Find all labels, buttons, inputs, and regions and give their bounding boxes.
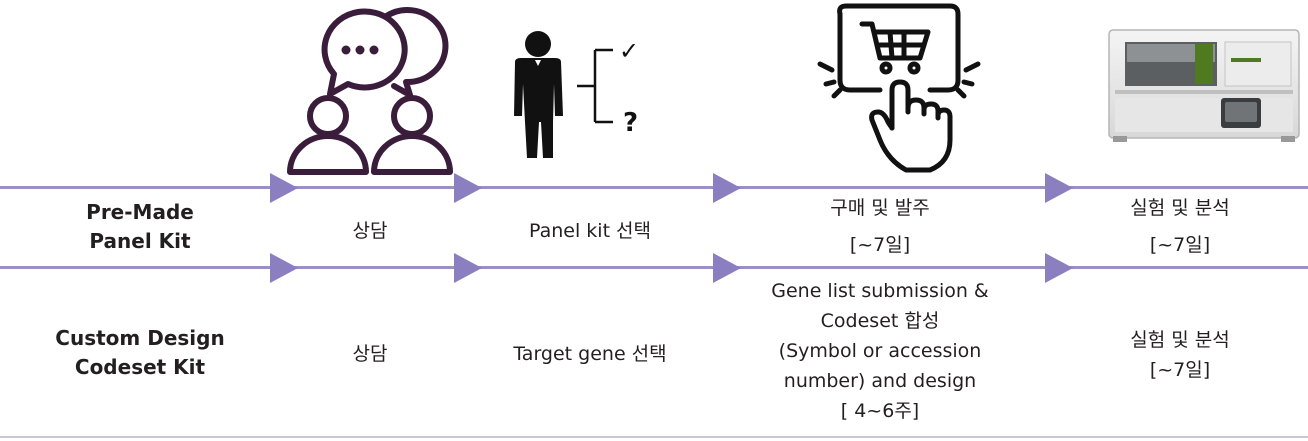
arrow-premade-1 (270, 173, 298, 203)
person-choice-icon: ✓ ? (514, 31, 639, 158)
arrow-premade-2 (454, 173, 482, 203)
row-label-premade-line2: Panel Kit (89, 229, 191, 253)
choice-question-mark: ? (623, 108, 638, 138)
premade-step-analysis: 실험 및 분석 [~7일] (1080, 195, 1280, 259)
row-label-premade: Pre-Made Panel Kit (40, 198, 240, 256)
timeline-line-custom (0, 266, 1308, 269)
premade-step-purchase-line1: 구매 및 발주 (830, 197, 930, 219)
premade-step-analysis-line1: 실험 및 분석 (1130, 197, 1230, 219)
custom-step-submission-line4: number) and design (783, 370, 977, 392)
arrow-custom-3 (713, 253, 741, 283)
custom-step-analysis-line2: [~7일] (1149, 359, 1211, 381)
custom-step-submission-line1: Gene list submission & (771, 280, 989, 302)
row-label-custom: Custom Design Codeset Kit (20, 324, 260, 382)
chat-people-icon (287, 7, 453, 175)
custom-step-consult: 상담 (352, 343, 388, 365)
arrow-premade-3 (713, 173, 741, 203)
arrow-custom-4 (1045, 253, 1073, 283)
row-label-custom-line2: Codeset Kit (74, 355, 206, 379)
premade-step-consult: 상담 (352, 220, 388, 242)
choice-check-mark: ✓ (619, 37, 639, 65)
premade-step-select: Panel kit 선택 (528, 220, 652, 242)
arrow-custom-1 (270, 253, 298, 283)
custom-step-submission-line2: Codeset 합성 (820, 310, 940, 332)
row-label-premade-line1: Pre-Made (86, 200, 194, 224)
custom-step-analysis-line1: 실험 및 분석 (1130, 329, 1230, 351)
premade-step-purchase: 구매 및 발주 [~7일] (730, 195, 1030, 259)
cart-click-icon (817, 3, 981, 173)
custom-step-submission-line3: (Symbol or accession (778, 340, 982, 362)
custom-step-analysis: 실험 및 분석 [~7일] (1080, 325, 1280, 385)
arrow-custom-2 (454, 253, 482, 283)
premade-step-analysis-line2: [~7일] (1149, 234, 1211, 256)
bottom-divider (0, 436, 1308, 438)
custom-step-submission: Gene list submission & Codeset 합성 (Symbo… (720, 276, 1040, 426)
timeline-line-premade (0, 186, 1308, 189)
premade-step-purchase-line2: [~7일] (849, 234, 911, 256)
arrow-premade-4 (1045, 173, 1073, 203)
ncounter-instrument-icon (1108, 29, 1300, 142)
custom-step-submission-line5: [ 4~6주] (840, 400, 920, 422)
row-label-custom-line1: Custom Design (55, 326, 225, 350)
custom-step-select: Target gene 선택 (513, 343, 667, 365)
